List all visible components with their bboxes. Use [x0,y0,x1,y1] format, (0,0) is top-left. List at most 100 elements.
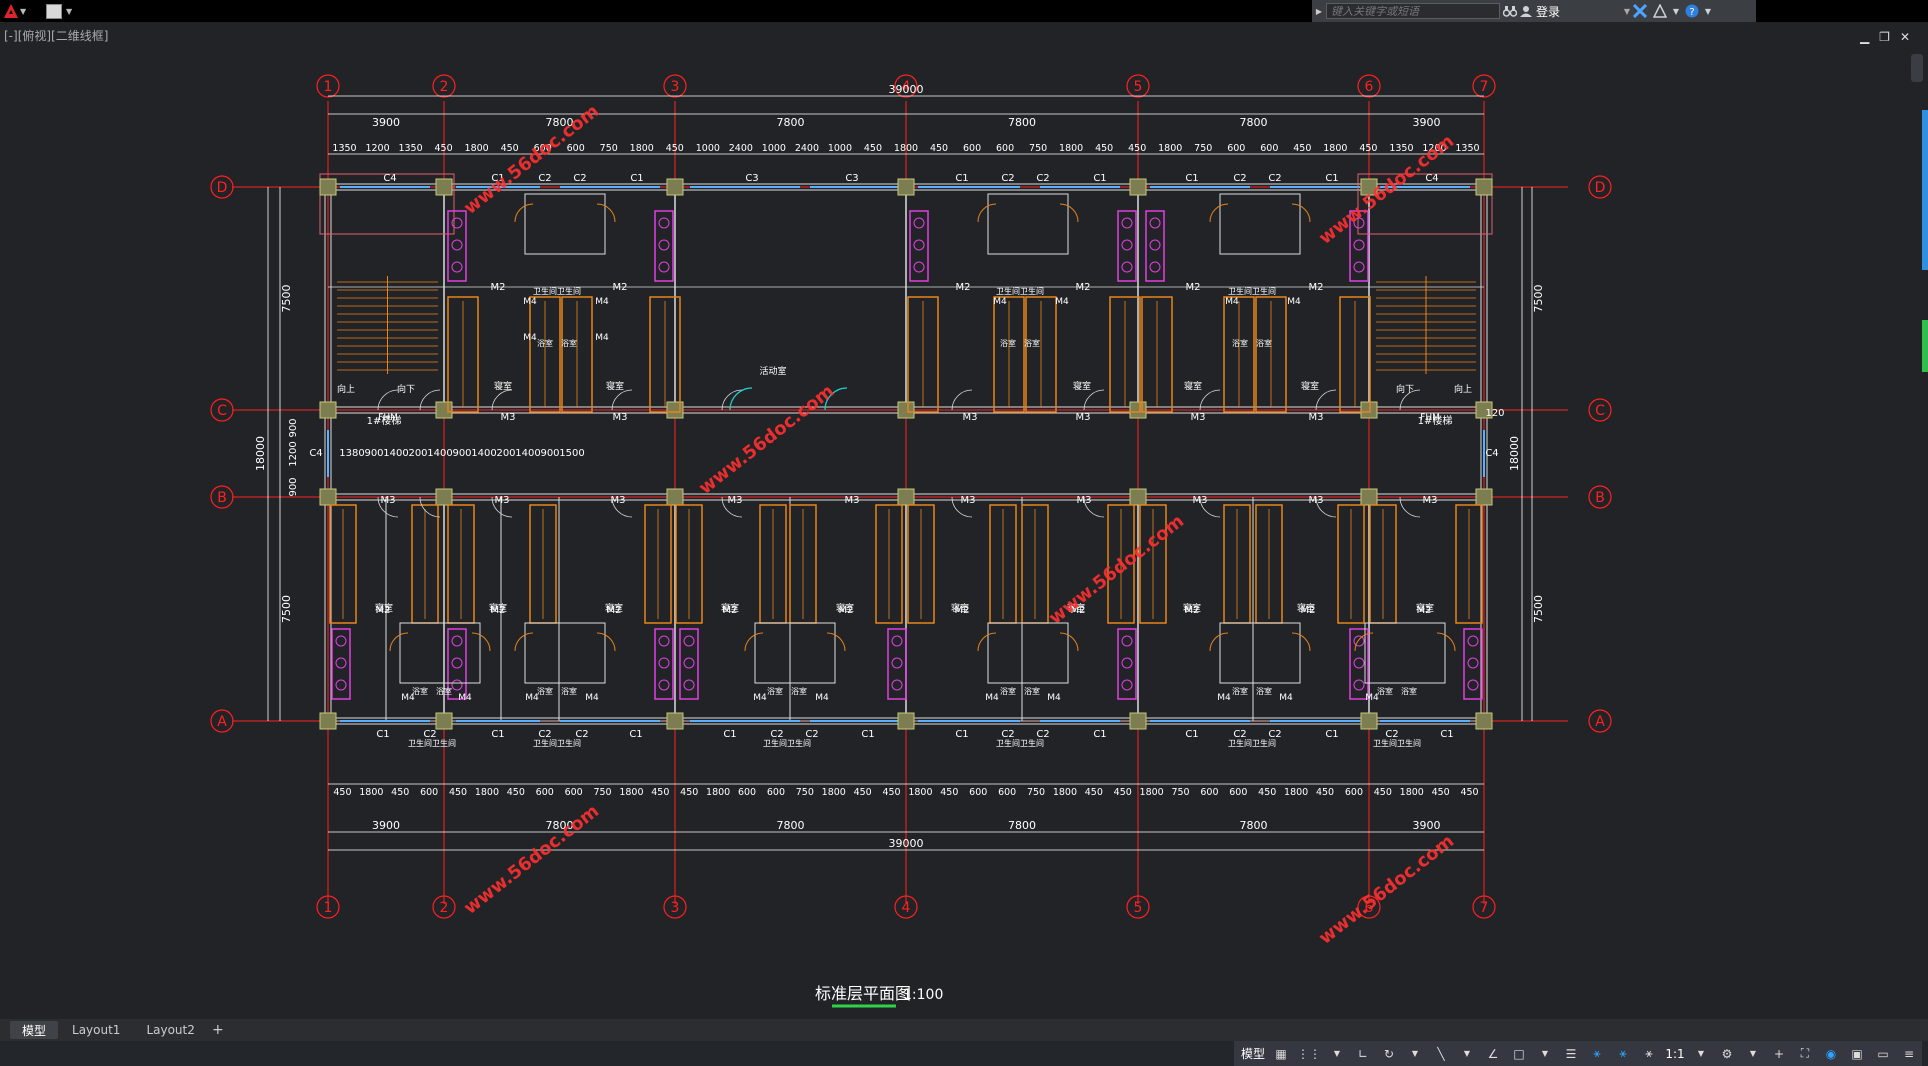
dimension-text: 1350 [398,143,422,154]
dimension-text: 600 [963,143,981,154]
washbasin [1353,261,1365,273]
chevron-down-icon[interactable]: ▼ [1623,6,1630,16]
chevron-down-icon[interactable]: ▼ [1411,1049,1419,1058]
door-tag-m4: M4 [595,297,609,307]
snap-icon[interactable]: ⋮⋮ [1297,1046,1321,1061]
door-swing [951,389,973,411]
dimension-text: 200 [408,448,427,459]
expand-arrow-icon[interactable]: ▶ [1315,6,1323,16]
a360-icon[interactable] [1650,1,1670,21]
room-label-bath: 浴室 [767,686,783,696]
door-swing [1083,496,1105,518]
help-icon[interactable]: ? [1682,1,1702,21]
tab-model[interactable]: 模型 [10,1021,59,1039]
annotation-visibility-icon[interactable]: ⚹ [1593,1046,1601,1060]
navigation-bar-edge-green[interactable] [1922,320,1928,372]
stair-down-label: 向下 [1396,383,1414,395]
room-label-bath: 浴室 [1000,686,1016,696]
washbasin [658,657,670,669]
auto-scale-icon[interactable]: ⚹ [1619,1046,1627,1060]
room-label-bath: 浴室 [1256,686,1272,696]
wardrobe [1025,296,1057,413]
dimension-text: 1500 [559,448,584,459]
door-tag-m2: M2 [839,605,854,616]
dimension-text: 450 [864,143,882,154]
scrollbar-thumb[interactable] [1911,54,1923,82]
chevron-down-icon[interactable]: ▼ [66,6,73,16]
chevron-down-icon[interactable]: ▼ [1672,6,1680,16]
chevron-down-icon[interactable]: ▼ [1333,1049,1341,1058]
room-label-dorm: 寝室 [1067,602,1085,614]
isolate-objects-icon[interactable]: ⛶ [1800,1046,1810,1060]
object-snap-tracking-icon[interactable]: ∠ [1487,1046,1499,1061]
chevron-down-icon[interactable]: ▼ [1697,1049,1705,1058]
save-document-icon[interactable] [46,3,62,19]
door-tag-m3: M3 [1309,495,1324,506]
room-label-toilet: 卫生间 [1020,738,1044,748]
dimension-text: 450 [1359,143,1377,154]
dimension-text: 450 [507,787,525,798]
door-swing [611,496,633,518]
chevron-down-icon[interactable]: ▼ [1704,6,1712,16]
annotation-scale-value[interactable]: 1:1 [1665,1046,1685,1061]
door-tag-m4: M4 [753,693,767,703]
structural-column [1129,488,1147,506]
model-space-button[interactable]: 模型 [1240,1047,1265,1061]
viewport-controls[interactable]: [-][俯视][二维线框] [4,29,109,43]
chevron-down-icon[interactable]: ▼ [1541,1049,1549,1058]
fullscreen-icon[interactable]: ▭ [1877,1046,1889,1061]
search-input[interactable] [1326,3,1500,19]
fixtures-layer [329,193,1483,700]
dimension-text: 18000 [1508,436,1521,471]
wardrobe [1141,296,1173,413]
window-tag: C1 [723,729,736,740]
binoculars-icon[interactable] [1500,1,1520,21]
add-layout-icon[interactable]: + [212,1022,224,1038]
close-icon[interactable]: ✕ [1899,30,1910,44]
polar-tracking-icon[interactable]: ↻ [1383,1046,1395,1061]
tab-layout2[interactable]: Layout2 [146,1023,195,1037]
axis-label-2: 2 [440,900,449,916]
chevron-down-icon[interactable]: ▼ [1749,1049,1757,1058]
door-swing [1315,389,1337,411]
window-tag: C2 [805,729,818,740]
navigation-bar-edge[interactable] [1922,110,1928,270]
minimize-icon[interactable]: ▁ [1859,30,1870,44]
sink-fixture [331,628,351,700]
workspace-gear-icon[interactable]: ⚙ [1721,1046,1733,1061]
annotation-scale-icon[interactable]: ⚹ [1645,1046,1653,1060]
exchange-apps-icon[interactable] [1630,1,1650,21]
grid-icon[interactable]: ▦ [1275,1046,1287,1061]
isodraft-icon[interactable]: ╲ [1437,1046,1445,1061]
dimension-text: 1800 [1158,143,1182,154]
add-icon[interactable]: + [1773,1046,1785,1061]
door-swing [1199,496,1221,518]
wardrobe [907,504,935,624]
chevron-down-icon[interactable]: ▼ [1463,1049,1471,1058]
window-tag: C1 [1093,729,1106,740]
door-swing [1436,632,1456,652]
door-tag-m4: M4 [993,297,1007,307]
door-swing [1399,496,1421,518]
door-tag-m3: M3 [1309,412,1324,423]
washbasin [451,679,463,691]
login-button[interactable]: 登录 ▼ [1520,3,1630,20]
restore-icon[interactable]: ❐ [1879,30,1890,44]
tab-layout1[interactable]: Layout1 [72,1023,121,1037]
quick-access-toolbar[interactable]: ▼ [46,1,86,21]
wardrobe [1255,296,1287,413]
application-menu-button[interactable]: ▼ [2,1,36,21]
vertical-scrollbar[interactable] [1908,44,1928,1014]
hardware-acceleration-icon[interactable]: ◉ [1825,1046,1837,1061]
lineweight-icon[interactable]: ☰ [1565,1046,1577,1061]
door-tag-m2: M2 [956,282,971,293]
fire-door-tag: FHM [1420,413,1440,423]
ortho-icon[interactable]: ∟ [1357,1046,1369,1061]
sink-fixture [654,210,674,282]
door-swing [491,496,513,518]
customize-menu-icon[interactable]: ≡ [1903,1046,1915,1061]
axis-bubble-5 [1126,895,1150,919]
object-snap-icon[interactable]: □ [1513,1046,1525,1061]
clean-screen-icon[interactable]: ▣ [1851,1046,1863,1061]
